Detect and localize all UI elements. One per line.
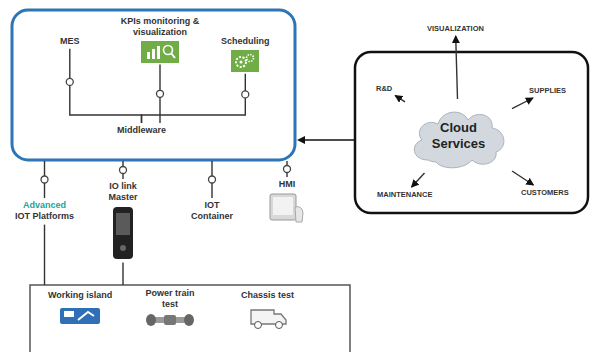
connector-joint: [157, 90, 164, 97]
node-text: Cloud Services: [424, 120, 494, 151]
node-text: HMI: [279, 179, 296, 190]
node-text: IOT Container: [187, 200, 237, 222]
connector-joint: [41, 176, 48, 183]
node-text: IOT Platforms: [15, 211, 74, 222]
stakeholder-label: CUSTOMERS: [521, 188, 569, 197]
plant-system-frame: [12, 10, 295, 160]
power-train-icon: [144, 313, 196, 327]
station-label: Power train test: [142, 288, 198, 327]
hmi-tablet-icon: [269, 193, 305, 223]
node-text: Scheduling: [221, 36, 270, 47]
platform-label: AdvancedIOT Platforms: [15, 200, 74, 222]
working-island-icon: [58, 304, 102, 326]
connector-joint: [209, 176, 216, 183]
connector-joint: [120, 167, 127, 174]
node-text: Middleware: [117, 125, 166, 136]
system-label: KPIs monitoring & visualization: [116, 16, 204, 63]
node-text: IO link Master: [100, 181, 146, 203]
connector: [412, 173, 425, 187]
connector: [512, 171, 533, 185]
node-text: CUSTOMERS: [521, 188, 569, 197]
stakeholder-label: VISUALIZATION: [427, 24, 484, 33]
shop-floor-frame: [30, 285, 350, 352]
field-wire: [44, 225, 45, 285]
kpi-icon: [141, 41, 179, 63]
device-label: IO link Master: [100, 181, 146, 260]
cloud-frame: [355, 52, 588, 213]
node-text: R&D: [376, 84, 392, 93]
device-label: IOT Container: [187, 200, 237, 222]
node-text: Chassis test: [241, 290, 294, 301]
cloud-node: Cloud Services: [406, 100, 511, 172]
connector-joint: [284, 166, 291, 173]
station-label: Chassis test: [241, 290, 294, 330]
node-text: Advanced: [23, 200, 66, 211]
field-wire: [122, 263, 123, 285]
connector: [456, 36, 458, 99]
node-text: VISUALIZATION: [427, 24, 484, 33]
node-text: Working island: [48, 290, 112, 301]
connector: [395, 96, 405, 102]
stakeholder-label: MAINTENANCE: [377, 190, 432, 199]
chassis-van-icon: [248, 304, 288, 330]
node-text: Power train test: [142, 288, 198, 310]
system-label: MES: [60, 36, 80, 47]
node-text: KPIs monitoring & visualization: [116, 16, 204, 38]
stakeholder-label: R&D: [376, 84, 392, 93]
scheduling-icon: [231, 50, 259, 72]
system-label: Scheduling: [221, 36, 270, 72]
io-link-device-icon: [112, 206, 134, 260]
connector: [512, 98, 533, 109]
connector: [142, 74, 246, 123]
connector-joint: [66, 78, 73, 85]
device-label: HMI: [269, 179, 305, 223]
connector-joint: [242, 91, 249, 98]
stakeholder-label: SUPPLIES: [529, 86, 566, 95]
connector: [70, 49, 142, 123]
node-text: MAINTENANCE: [377, 190, 432, 199]
link-line: [303, 139, 355, 141]
middleware-label: Middleware: [117, 125, 166, 136]
link-arrowhead: [297, 136, 305, 144]
node-text: SUPPLIES: [529, 86, 566, 95]
node-text: MES: [60, 36, 80, 47]
station-label: Working island: [48, 290, 112, 326]
